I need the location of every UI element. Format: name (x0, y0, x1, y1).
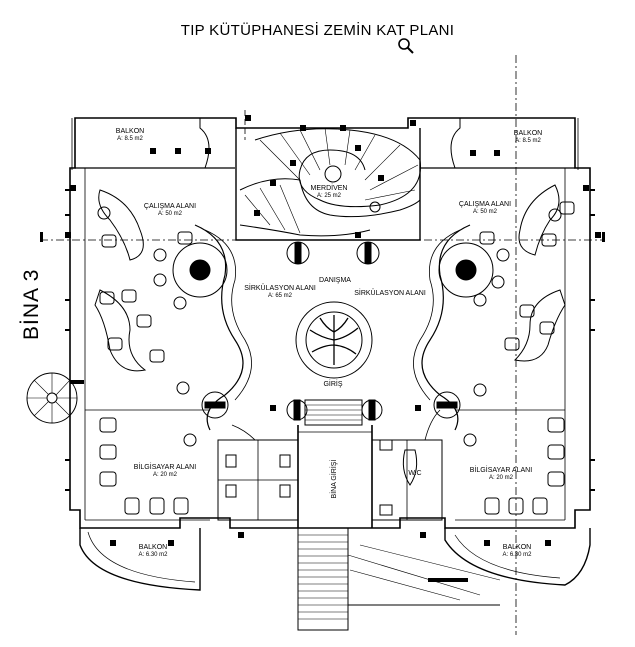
room-label-bina-girisi: BİNA GİRİŞİ (331, 444, 339, 514)
plan-title: TIP KÜTÜPHANESİ ZEMİN KAT PLANI (180, 22, 455, 39)
room-label-sirkulasyon-left: SİRKÜLASYON ALANI A: 65 m2 (240, 285, 320, 300)
room-label-balkon-top-right: BALKON A: 8.5 m2 (506, 130, 550, 145)
balcony-bottom-left (79, 528, 201, 591)
zoom-icon[interactable] (396, 36, 416, 56)
room-label-danisma: DANIŞMA (310, 277, 360, 285)
computer-area-right (455, 409, 565, 521)
balcony-bottom-right-inner (454, 534, 561, 579)
dimension-markers (40, 115, 605, 582)
room-name: ÇALIŞMA ALANI (458, 201, 512, 208)
balcony-top-right (450, 118, 575, 169)
columns (201, 241, 461, 421)
room-name: BALKON (513, 130, 543, 137)
shelf-curve-left-inner (204, 229, 252, 401)
room-name: ÇALIŞMA ALANI (143, 203, 197, 210)
room-name: BALKON (138, 544, 168, 551)
staircase (235, 127, 421, 241)
room-name: GİRİŞ (323, 381, 343, 388)
room-label-balkon-bottom-right: BALKON A: 6.30 m2 (492, 544, 542, 559)
room-label-calisma-left: ÇALIŞMA ALANI A: 50 m2 (135, 203, 205, 218)
room-name: SİRKÜLASYON ALANI (354, 290, 426, 297)
room-area: A: 8.5 m2 (515, 138, 541, 145)
room-label-bilgisayar-left: BİLGİSAYAR ALANI A: 20 m2 (128, 464, 202, 479)
room-label-bilgisayar-right: BİLGİSAYAR ALANI A: 20 m2 (464, 467, 538, 482)
round-table-left (172, 242, 228, 298)
computer-area-left (85, 409, 210, 521)
room-name: BİLGİSAYAR ALANI (469, 467, 533, 474)
room-name: MERDİVEN (310, 185, 348, 192)
room-area: A: 6.30 m2 (138, 552, 168, 559)
room-name: SİRKÜLASYON ALANI (244, 285, 316, 292)
entrance-stairs (297, 527, 501, 631)
balcony-bottom-left-inner (87, 531, 196, 583)
room-area: A: 25 m2 (316, 193, 341, 200)
round-table-right (438, 242, 494, 298)
room-name: BALKON (502, 544, 532, 551)
wc-blocks (217, 409, 443, 521)
room-label-balkon-bottom-left: BALKON A: 6.30 m2 (128, 544, 178, 559)
room-area: A: 20 m2 (488, 475, 513, 482)
balcony-bottom-right (444, 528, 591, 586)
room-area: A: 6.30 m2 (502, 552, 532, 559)
room-area: A: 8.5 m2 (117, 136, 143, 143)
room-label-calisma-right: ÇALIŞMA ALANI A: 50 m2 (450, 201, 520, 216)
room-name: W.C (408, 470, 422, 477)
room-label-sirkulasyon-right: SİRKÜLASYON ALANI (350, 290, 430, 298)
balcony-top-left (74, 118, 210, 169)
room-name: BİNA GİRİŞİ (330, 459, 338, 499)
room-name: BİLGİSAYAR ALANI (133, 464, 197, 471)
room-name: DANIŞMA (319, 277, 351, 284)
shelf-curve-right-inner (413, 229, 461, 401)
room-area: A: 50 m2 (472, 209, 497, 216)
room-label-wc: W.C (405, 470, 425, 478)
outer-walls (65, 117, 595, 529)
tree-symbol (295, 301, 373, 379)
room-name: BALKON (115, 128, 145, 135)
room-label-merdiven: MERDİVEN A: 25 m2 (304, 185, 354, 200)
study-area-left-furniture (94, 189, 197, 447)
room-area: A: 20 m2 (152, 472, 177, 479)
room-area: A: 50 m2 (157, 211, 182, 218)
study-area-right-furniture (463, 184, 575, 447)
room-area: A: 65 m2 (267, 293, 292, 300)
spiral-stair-symbol (26, 372, 78, 424)
room-label-balkon-top-left: BALKON A: 8.5 m2 (108, 128, 152, 143)
room-label-giris: GİRİŞ (313, 381, 353, 389)
